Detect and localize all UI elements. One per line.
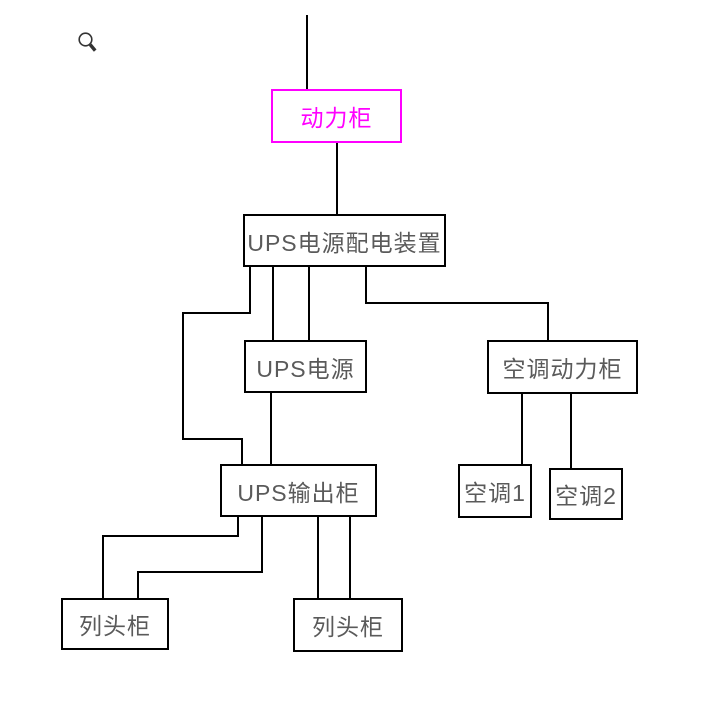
connector-ups-output-to-row-left-1-seg3 [102, 535, 104, 599]
node-ac-power-cabinet[interactable]: 空调动力柜 [487, 340, 638, 394]
connector-ups-distribution-to-ups-output-seg5 [241, 438, 243, 466]
connector-ac-cabinet-to-ac2 [570, 392, 572, 469]
node-air-conditioner-2[interactable]: 空调2 [549, 468, 623, 520]
node-row-head-cabinet-left[interactable]: 列头柜 [61, 598, 169, 650]
connector-ups-output-to-row-right-2 [349, 515, 351, 599]
connector-ups-output-to-row-left-2-seg3 [137, 571, 139, 599]
node-air-conditioner-1[interactable]: 空调1 [458, 464, 532, 518]
connector-ups-output-to-row-left-1-seg2 [102, 535, 239, 537]
node-ups-distribution-device[interactable]: UPS电源配电装置 [243, 214, 446, 267]
connector-ups-distribution-to-ups-output-seg4 [182, 438, 243, 440]
connector-ups-distribution-to-ups-output-seg3 [182, 312, 184, 440]
magnifier-icon-glyph [78, 32, 97, 52]
connector-ups-distribution-to-ac-cabinet-seg3 [547, 302, 549, 342]
connector-ups-distribution-to-ac-cabinet-seg2 [365, 302, 549, 304]
connector-ups-power-to-ups-output [270, 392, 272, 465]
connector-ups-distribution-to-ups-power-2 [308, 266, 310, 341]
connector-ups-output-to-row-left-1-seg1 [237, 515, 239, 537]
connector-power-cabinet-to-ups-distribution [336, 143, 338, 215]
magnifier-icon[interactable] [77, 31, 99, 55]
node-power-cabinet[interactable]: 动力柜 [271, 89, 402, 143]
node-row-head-cabinet-right[interactable]: 列头柜 [293, 598, 403, 652]
connector-ups-distribution-to-ups-output-seg2 [182, 312, 251, 314]
connector-ups-output-to-row-right-1 [317, 515, 319, 599]
connector-ups-distribution-to-ac-cabinet-seg1 [365, 266, 367, 304]
connector-ups-distribution-to-ups-power-1 [272, 266, 274, 341]
connector-ups-distribution-to-ups-output-seg1 [249, 266, 251, 313]
node-ups-output-cabinet[interactable]: UPS输出柜 [220, 464, 377, 517]
connector-supply-to-power-cabinet [306, 15, 308, 91]
connector-ac-cabinet-to-ac1 [521, 392, 523, 465]
node-ups-power[interactable]: UPS电源 [244, 340, 367, 393]
connector-ups-output-to-row-left-2-seg2 [137, 571, 263, 573]
connector-ups-output-to-row-left-2-seg1 [261, 515, 263, 573]
